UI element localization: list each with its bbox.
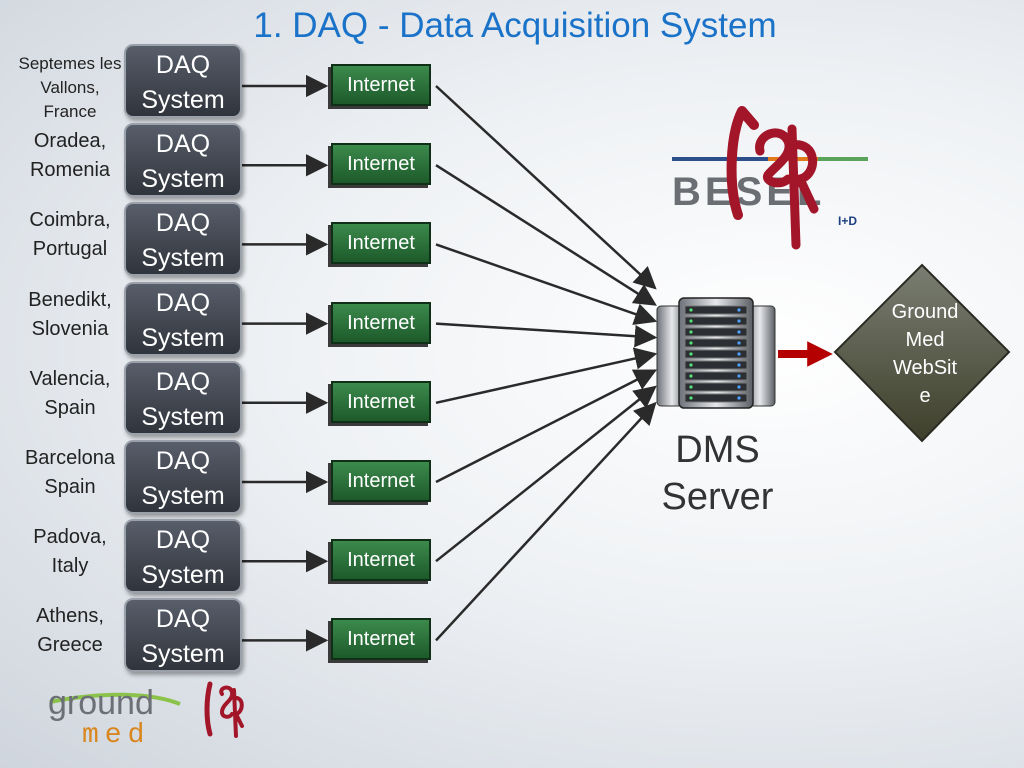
server-led: [689, 396, 693, 400]
besel-logo: BESEL I+D: [668, 105, 873, 255]
internet-box: Internet: [331, 301, 431, 344]
server-led: [689, 308, 693, 312]
site-location-label: Coimbra,Portugal: [29, 209, 111, 261]
internet-box: Internet: [331, 539, 431, 582]
server-slot: [684, 360, 748, 370]
server-led: [689, 341, 693, 345]
arrow-internet-to-server: [435, 164, 657, 306]
internet-box: Internet: [331, 222, 431, 265]
server-led: [737, 352, 741, 356]
server-led: [737, 341, 741, 345]
page-title: 1. DAQ - Data Acquisition System: [253, 6, 777, 45]
site-location-label: Oradea,Romenia: [29, 130, 111, 182]
server-led: [737, 308, 741, 312]
svg-text:ground: ground: [48, 684, 154, 722]
internet-box: Internet: [331, 460, 431, 502]
server-led: [737, 363, 741, 367]
ground-med-website-diamond: [832, 262, 1012, 449]
internet-box: Internet: [331, 380, 431, 423]
server-slot: [684, 316, 748, 326]
server-led: [737, 374, 741, 378]
server-slot: [684, 305, 748, 315]
internet-box: Internet: [331, 64, 431, 106]
server-slot: [684, 393, 748, 403]
arrow-internet-to-server: [435, 322, 658, 348]
svg-text:I+D: I+D: [838, 214, 857, 228]
server-slot: [684, 327, 748, 337]
arrow-internet-to-server: [435, 243, 658, 325]
server-slot: [684, 338, 748, 348]
site-location-label: Valencia,Spain: [29, 367, 111, 419]
server-rack-icon: [655, 296, 777, 416]
server-led: [689, 363, 693, 367]
server-led: [737, 319, 741, 323]
server-led: [689, 352, 693, 356]
site-location-label: Athens,Greece: [36, 605, 104, 657]
server-led: [737, 385, 741, 389]
arrow-internet-to-server: [435, 85, 657, 290]
server-slot: [684, 382, 748, 392]
server-led: [737, 396, 741, 400]
internet-box: Internet: [331, 143, 431, 186]
server-led: [689, 374, 693, 378]
arrow-internet-to-server: [435, 347, 658, 405]
site-location-label: Benedikt,Slovenia: [28, 288, 112, 340]
isr-logo: [200, 680, 246, 745]
server-slot: [684, 371, 748, 381]
internet-box: Internet: [331, 618, 431, 661]
dms-server-label: DMS Server: [661, 429, 774, 518]
site-location-label: Padova,Italy: [33, 526, 107, 578]
website-label: Ground Med WebSit e: [891, 301, 959, 407]
arrow-internet-to-server: [435, 369, 658, 484]
groundmed-logo: ground med: [40, 680, 190, 755]
arrow-internet-to-server: [435, 401, 657, 642]
server-led: [689, 385, 693, 389]
arrow-internet-to-server: [435, 385, 657, 563]
server-led: [737, 330, 741, 334]
server-slot: [684, 349, 748, 359]
server-led: [689, 319, 693, 323]
svg-text:med: med: [82, 720, 150, 750]
server-led: [689, 330, 693, 334]
